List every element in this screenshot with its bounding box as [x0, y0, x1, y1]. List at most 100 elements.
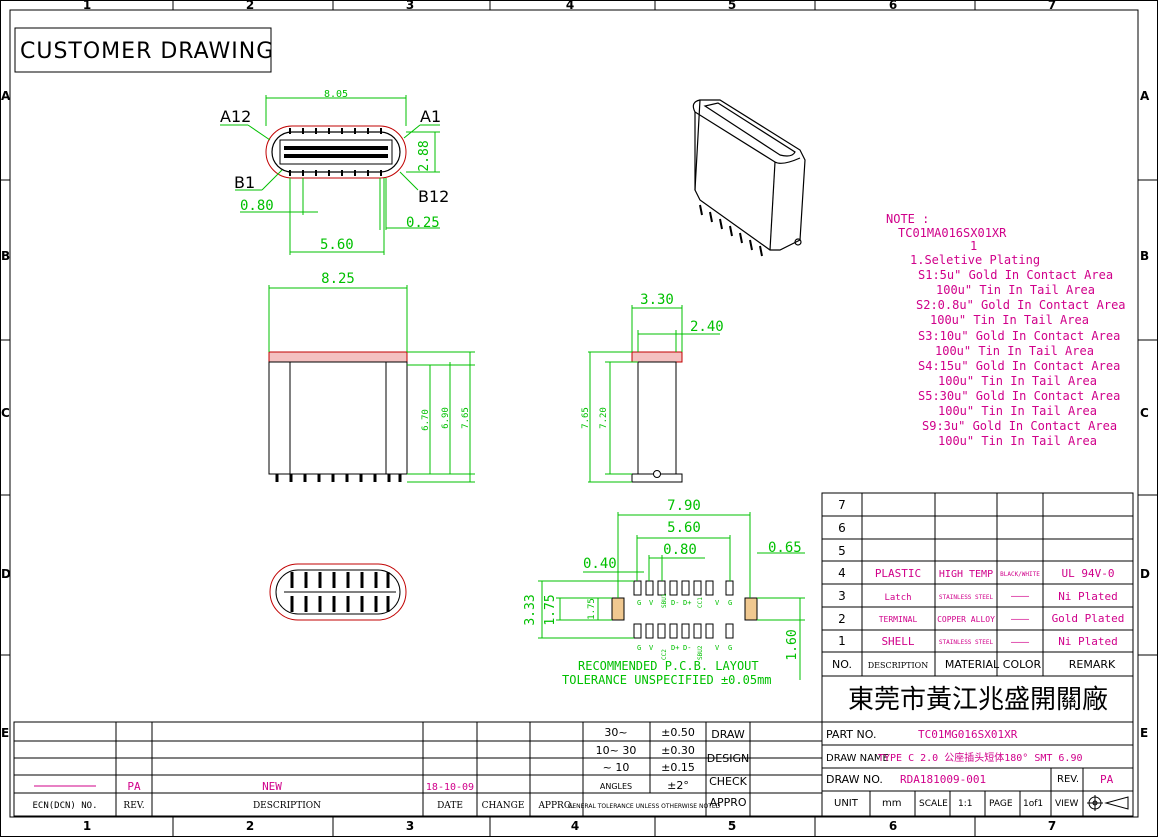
pcb-pin-label: CC1 [697, 597, 704, 608]
pcb-pin-label: D- [671, 599, 679, 607]
pcb-pin-label: V [715, 644, 720, 652]
pcb-pin-label: V [649, 644, 654, 652]
pcb-dim-edge: 0.65 [768, 540, 802, 556]
rev-date: 18-10-09 [426, 782, 474, 793]
draw-name-value: TYPE C 2.0 公座插头短体180° SMT 6.90 [878, 751, 1083, 764]
tol-value: ±2° [667, 779, 689, 792]
bom-desc: Latch [884, 593, 911, 603]
revision-table: PA NEW 18-10-09 ECN(DCN) NO. REV. DESCRI… [13, 721, 584, 817]
col-label: 3 [406, 0, 414, 12]
rev-value: PA [1100, 773, 1114, 786]
scale-label: SCALE [919, 799, 948, 809]
col-label: 1 [83, 819, 91, 833]
tol-value: ±0.30 [661, 744, 695, 757]
bom-material: HIGH TEMP [939, 569, 993, 580]
bom-no: 1 [838, 634, 846, 648]
rev-label: REV. [1057, 774, 1079, 785]
bom-color: BLACK/WHITE [1000, 571, 1040, 578]
rev-h-date: DATE [437, 801, 463, 811]
note-line: 100u" Tin In Tail Area [930, 313, 1089, 327]
side-view: 3.30 2.40 7.65 7.20 [581, 292, 724, 483]
bom-header-desc: DESCRIPTION [868, 661, 928, 670]
note-part: TC01MA016SX01XR [898, 226, 1007, 240]
pcb-pin-label: D- [683, 644, 691, 652]
col-label: 2 [246, 819, 254, 833]
col-label: 6 [889, 819, 897, 833]
bom-desc: TERMINAL [879, 615, 918, 624]
note-line: S2:0.8u" Gold In Contact Area [916, 298, 1126, 312]
bom-no: 4 [838, 566, 846, 580]
col-label: 7 [1048, 819, 1056, 833]
front-view: 8.25 6.70 6.90 7.65 [268, 271, 475, 483]
bom-desc: SHELL [881, 635, 914, 648]
row-label: A [1140, 89, 1150, 103]
note-line: 1.Seletive Plating [910, 253, 1040, 267]
bom-material: COPPER ALLOY [937, 615, 995, 624]
tol-check: CHECK [709, 775, 748, 788]
row-label: B [1, 249, 10, 263]
pcb-pin-label: G [728, 599, 732, 607]
tol-appro: APPRO [709, 796, 746, 809]
note-line: 100u" Tin In Tail Area [936, 283, 1095, 297]
bom-header-remark: REMARK [1069, 658, 1116, 671]
row-label: A [1, 89, 11, 103]
pcb-pin-label: D+ [671, 644, 679, 652]
dim-span: 5.60 [320, 237, 354, 253]
bom-remark: Gold Plated [1052, 612, 1125, 625]
row-label: D [1, 567, 11, 581]
bottom-view [269, 563, 407, 621]
notes: NOTE : TC01MA016SX01XR 1 1.Seletive Plat… [886, 212, 1126, 448]
note-line: S3:10u" Gold In Contact Area [918, 329, 1120, 343]
pcb-pin-label: V [715, 599, 720, 607]
tol-range: ANGLES [600, 782, 632, 791]
pcb-dim-span: 5.60 [667, 520, 701, 536]
row-label: E [1, 726, 9, 740]
pcb-title: RECOMMENDED P.C.B. LAYOUT [578, 659, 759, 673]
tol-draw: DRAW [711, 728, 745, 741]
dim-pitch: 0.80 [240, 198, 274, 214]
pin-b1-label: B1 [234, 173, 255, 192]
part-no-label: PART NO. [826, 728, 876, 741]
pcb-pin-label: V [649, 599, 654, 607]
pin-a12-label: A12 [220, 107, 251, 126]
page-label: PAGE [989, 799, 1013, 809]
company-name: 東莞市黃江兆盛開關廠 [848, 685, 1108, 715]
pcb-dim-v1: 3.33 [523, 594, 538, 625]
bom-no: 7 [838, 498, 846, 512]
pcb-dim-v3: 1.75 [587, 598, 597, 620]
note-head: NOTE : [886, 212, 929, 226]
note-line: S4:15u" Gold In Contact Area [918, 359, 1120, 373]
col-label: 3 [406, 819, 414, 833]
bom-material: STAINLESS STEEL [939, 594, 994, 601]
unit-label: UNIT [834, 798, 859, 809]
bom-remark: UL 94V-0 [1062, 567, 1115, 580]
pcb-dim-outer: 7.90 [667, 498, 701, 514]
pcb-dim-v2: 1.75 [543, 594, 558, 625]
dim-pin: 0.25 [406, 215, 440, 231]
iso-view [692, 99, 806, 257]
row-label: D [1140, 567, 1150, 581]
rev-h-rev: REV. [123, 801, 144, 811]
rev-code: PA [127, 780, 141, 793]
tol-range: ~ 10 [603, 761, 630, 774]
pcb-dim-pad: 0.40 [583, 556, 617, 572]
dim-h1: 7.65 [581, 407, 591, 429]
dim-h2: 7.20 [599, 407, 609, 429]
note-line: 100u" Tin In Tail Area [935, 344, 1094, 358]
pcb-pin-label: CC2 [661, 649, 668, 660]
pcb-tolerance: TOLERANCE UNSPECIFIED ±0.05mm [562, 673, 772, 687]
pcb-pin-label: G [728, 644, 732, 652]
row-label: C [1, 406, 10, 420]
tolerance-table: 30~ ±0.50 10~ 30 ±0.30 ~ 10 ±0.15 ANGLES… [568, 721, 823, 817]
bom-desc: PLASTIC [875, 567, 921, 580]
pcb-pin-label: SBU2 [697, 645, 704, 660]
part-no-value: TC01MG016SX01XR [918, 728, 1018, 741]
col-label: 2 [246, 0, 254, 12]
note-line: S1:5u" Gold In Contact Area [918, 268, 1113, 282]
dim-inner: 2.40 [690, 319, 724, 335]
row-label: E [1140, 726, 1148, 740]
title-block: PART NO. TC01MG016SX01XR DRAW NAME TYPE … [821, 721, 1134, 817]
